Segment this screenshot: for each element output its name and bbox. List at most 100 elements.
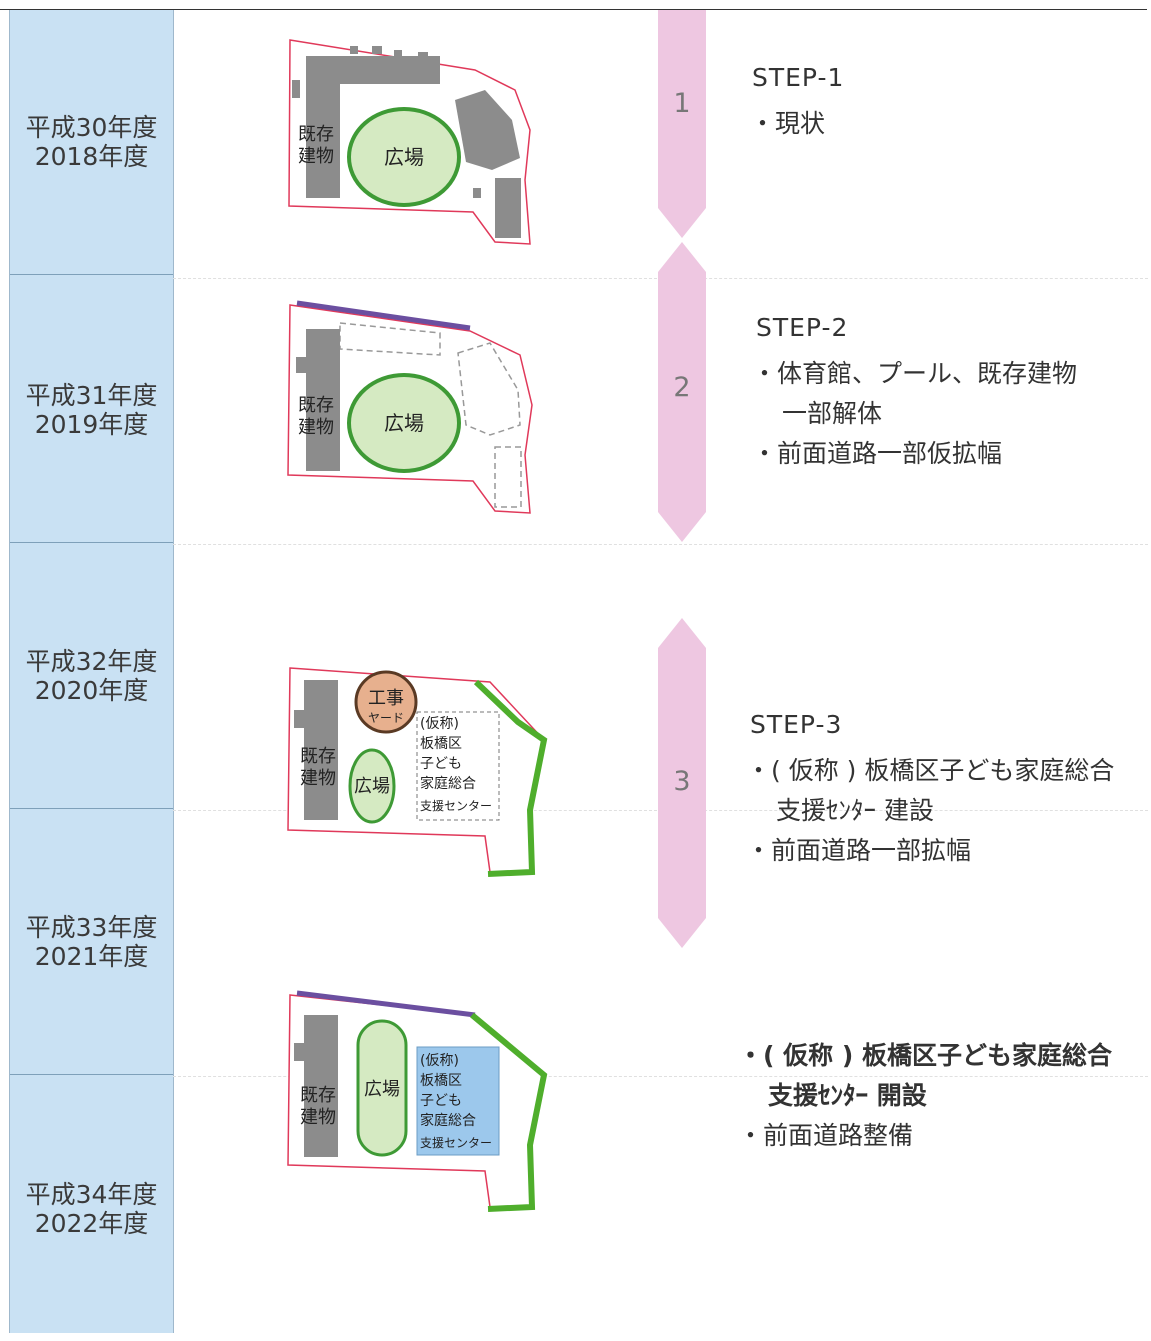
existing-building-label: 建物 [300,1107,336,1128]
center-label-line: (仮称) [420,1053,459,1069]
year-western-label: 2018年度 [34,142,149,171]
road-improvement-purple [296,990,476,1018]
year-heisei-label: 平成34年度 [25,1179,158,1209]
existing-building [296,357,308,373]
step-item-continuation: 支援ｾﾝﾀｰ 開設 [768,1081,927,1110]
existing-building-label: 建物 [298,417,334,438]
step-item: ・前面道路一部仮拡幅 [752,439,1003,468]
existing-building [306,56,340,198]
existing-building-label: 既存 [298,124,334,145]
step-3-description: STEP-3 ・( 仮称 ) 板橋区子ども家庭総合 支援ｾﾝﾀｰ 建設 ・前面道… [746,705,1114,871]
step-item: ・( 仮称 ) 板橋区子ども家庭総合 [738,1041,1112,1070]
top-border-line [0,9,1147,10]
existing-building-label: 既存 [298,395,334,416]
step-item-continuation: 支援ｾﾝﾀｰ 建設 [776,796,934,825]
child-family-support-center [416,1046,500,1156]
existing-building [304,680,338,820]
center-label-line: 支援センター [420,799,492,813]
step-arrow-1 [658,10,706,238]
plaza-label: 広場 [384,145,424,169]
existing-building [350,46,358,54]
year-cell-2020: 平成32年度 2020年度 [10,544,173,809]
construction-yard-label: 工事 [368,688,404,709]
existing-building [306,329,340,471]
center-label-group: (仮称) 板橋区 子ども 家庭総合 支援センター [420,1053,492,1150]
step-title: STEP-1 [752,63,845,92]
existing-building [473,188,481,198]
year-heisei-label: 平成33年度 [25,913,158,942]
step-item: ・( 仮称 ) 板橋区子ども家庭総合 [746,756,1115,785]
center-label-line: (仮称) [420,716,459,732]
step-title: STEP-3 [750,710,843,739]
road-widening-temporary [296,300,471,331]
construction-yard [354,670,418,734]
plaza-label: 広場 [384,411,424,435]
step-1-description: STEP-1 ・現状 [750,58,845,144]
step-item-continuation: 一部解体 [782,399,883,428]
year-cell-2022: 平成34年度 2022年度 [10,1076,173,1341]
existing-building [340,56,440,84]
site-map-step-2: 既存 建物 広場 [287,300,533,514]
year-heisei-label: 平成30年度 [25,113,158,142]
existing-building [372,46,382,54]
existing-building-label: 既存 [300,1085,336,1106]
year-western-label: 2021年度 [34,942,149,971]
step-number-2: 2 [673,372,690,403]
step-arrows: 1 2 3 [658,10,706,948]
year-cell-2021: 平成33年度 2021年度 [10,810,173,1075]
center-label-line: 家庭総合 [420,1112,476,1129]
existing-building [294,710,306,728]
plaza [348,748,396,824]
year-heisei-label: 平成32年度 [25,647,158,676]
center-label-line: 子ども [420,1093,462,1109]
road-widening [473,679,548,877]
existing-building-label: 既存 [300,746,336,767]
construction-yard-label: ヤード [368,711,404,725]
year-cell-2018: 平成30年度 2018年度 [10,10,173,275]
step-arrow-2 [658,242,706,542]
step-title: STEP-2 [756,313,849,342]
year-western-label: 2019年度 [34,410,149,439]
existing-building [418,52,428,58]
site-map-step-3: 既存 建物 工事 ヤード 広場 (仮称) 板橋区 子ども 家庭総合 支援センター [287,667,548,877]
existing-building-label: 建物 [300,768,336,789]
plaza [347,373,461,473]
step-item: ・前面道路一部拡幅 [746,836,972,865]
row-divider [173,1076,1148,1077]
road-improvement-green [470,1012,548,1212]
center-label-line: 家庭総合 [420,775,476,792]
pool-building [495,178,521,238]
plaza-label: 広場 [364,1079,400,1100]
year-cell-2019: 平成31年度 2019年度 [10,278,173,543]
demolished-building-outline [494,446,522,508]
existing-building [394,50,402,56]
plaza [356,1019,408,1157]
step-arrow-3 [658,618,706,948]
existing-building [304,1015,338,1157]
step-item: ・体育館、プール、既存建物 [752,359,1078,388]
step-number-1: 1 [673,88,690,119]
year-western-label: 2020年度 [34,676,149,705]
center-planned-area [416,711,500,821]
existing-building [292,80,300,98]
step-2-description: STEP-2 ・体育館、プール、既存建物 一部解体 ・前面道路一部仮拡幅 [752,308,1077,474]
center-label-line: 板橋区 [420,736,462,752]
row-divider [173,544,1148,545]
center-label-line: 板橋区 [420,1073,462,1089]
year-heisei-label: 平成31年度 [25,381,158,410]
existing-building-label: 建物 [298,146,334,167]
center-label-line: 支援センター [420,1136,492,1150]
site-map-step-1: 既存 建物 広場 [288,39,531,245]
fiscal-year-column: 平成30年度 2018年度 平成31年度 2019年度 平成32年度 2020年… [9,10,174,1333]
step-4-description: ・( 仮称 ) 板橋区子ども家庭総合 支援ｾﾝﾀｰ 開設 ・前面道路整備 [738,1036,1112,1156]
plaza [347,107,461,207]
center-label-group: (仮称) 板橋区 子ども 家庭総合 支援センター [420,716,492,813]
site-map-step-4: 既存 建物 広場 (仮称) 板橋区 子ども 家庭総合 支援センター [287,990,548,1212]
plaza-label: 広場 [354,776,390,797]
step-item: ・現状 [750,109,826,138]
step-number-3: 3 [673,766,690,797]
gymnasium-building [455,90,520,170]
demolished-building-outline [457,342,521,436]
step-item: ・前面道路整備 [738,1121,914,1150]
center-label-line: 子ども [420,756,462,772]
